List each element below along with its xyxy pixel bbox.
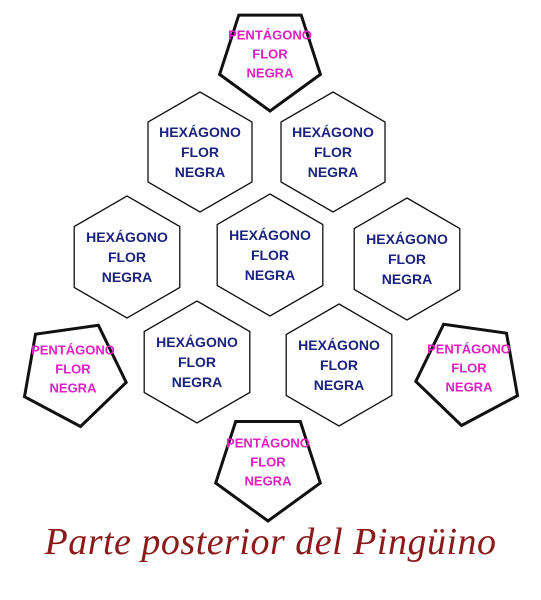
hexagon-outline bbox=[280, 91, 386, 213]
hexagon-label-line: FLOR bbox=[388, 251, 426, 267]
pentagon-shape: PENTÁGONO FLOR NEGRA bbox=[217, 13, 323, 113]
pentagon-label-line: NEGRA bbox=[247, 66, 295, 81]
hexagon-label-line: FLOR bbox=[320, 357, 358, 373]
hexagon-label-line: NEGRA bbox=[175, 164, 226, 180]
hexagon-label-line: HEXÁGONO bbox=[156, 334, 238, 350]
hexagon-outline bbox=[73, 195, 181, 319]
hexagon-label-line: HEXÁGONO bbox=[86, 229, 168, 245]
pentagon-outline bbox=[22, 323, 129, 429]
hexagon-shape: HEXÁGONO FLOR NEGRA bbox=[216, 193, 324, 317]
hexagon-label-line: HEXÁGONO bbox=[229, 227, 311, 243]
pentagon-outline bbox=[217, 13, 323, 113]
hexagon-label-line: NEGRA bbox=[314, 377, 365, 393]
pentagon-label-line: NEGRA bbox=[245, 474, 293, 489]
hexagon-label-line: FLOR bbox=[108, 249, 146, 265]
pentagon-label-line: PENTÁGONO bbox=[427, 342, 511, 357]
pentagon-label-line: FLOR bbox=[55, 362, 91, 377]
hexagon-label-line: NEGRA bbox=[172, 374, 223, 390]
pentagon-label-line: NEGRA bbox=[446, 380, 494, 395]
hexagon-outline bbox=[285, 303, 393, 427]
hexagon-label-line: HEXÁGONO bbox=[298, 337, 380, 353]
pentagon-label-line: FLOR bbox=[451, 361, 487, 376]
pentagon-label-line: NEGRA bbox=[50, 381, 98, 396]
hexagon-label-line: FLOR bbox=[251, 247, 289, 263]
pentagon-label-line: PENTÁGONO bbox=[31, 343, 115, 358]
hexagon-shape: HEXÁGONO FLOR NEGRA bbox=[73, 195, 181, 319]
hexagon-outline bbox=[216, 193, 324, 317]
hexagon-label-line: FLOR bbox=[178, 354, 216, 370]
hexagon-label-line: FLOR bbox=[314, 144, 352, 160]
hexagon-label-line: HEXÁGONO bbox=[366, 231, 448, 247]
hexagon-label-line: HEXÁGONO bbox=[292, 124, 374, 140]
hexagon-label-line: NEGRA bbox=[102, 269, 153, 285]
hexagon-label-line: NEGRA bbox=[308, 164, 359, 180]
pentagon-label-line: PENTÁGONO bbox=[226, 436, 310, 451]
hexagon-outline bbox=[147, 91, 253, 213]
hexagon-label-line: NEGRA bbox=[245, 267, 296, 283]
pentagon-shape: PENTÁGONO FLOR NEGRA bbox=[413, 322, 520, 428]
pentagon-shape: PENTÁGONO FLOR NEGRA bbox=[22, 323, 129, 429]
pentagon-label-line: PENTÁGONO bbox=[228, 28, 312, 43]
hexagon-shape: HEXÁGONO FLOR NEGRA bbox=[143, 300, 251, 424]
hexagon-shape: HEXÁGONO FLOR NEGRA bbox=[280, 91, 386, 213]
pentagon-shape: PENTÁGONO FLOR NEGRA bbox=[213, 420, 323, 523]
hexagon-label-line: NEGRA bbox=[382, 271, 433, 287]
pentagon-outline bbox=[213, 420, 323, 523]
hexagon-shape: HEXÁGONO FLOR NEGRA bbox=[353, 197, 461, 321]
hexagon-label-line: FLOR bbox=[181, 144, 219, 160]
pentagon-label-line: FLOR bbox=[250, 455, 286, 470]
hexagon-outline bbox=[143, 300, 251, 424]
pentagon-outline bbox=[413, 322, 520, 428]
caption: Parte posterior del Pingüino bbox=[44, 521, 497, 563]
pentagon-label-line: FLOR bbox=[252, 47, 288, 62]
hexagon-outline bbox=[353, 197, 461, 321]
hexagon-label-line: HEXÁGONO bbox=[159, 124, 241, 140]
hexagon-shape: HEXÁGONO FLOR NEGRA bbox=[147, 91, 253, 213]
hexagon-shape: HEXÁGONO FLOR NEGRA bbox=[285, 303, 393, 427]
